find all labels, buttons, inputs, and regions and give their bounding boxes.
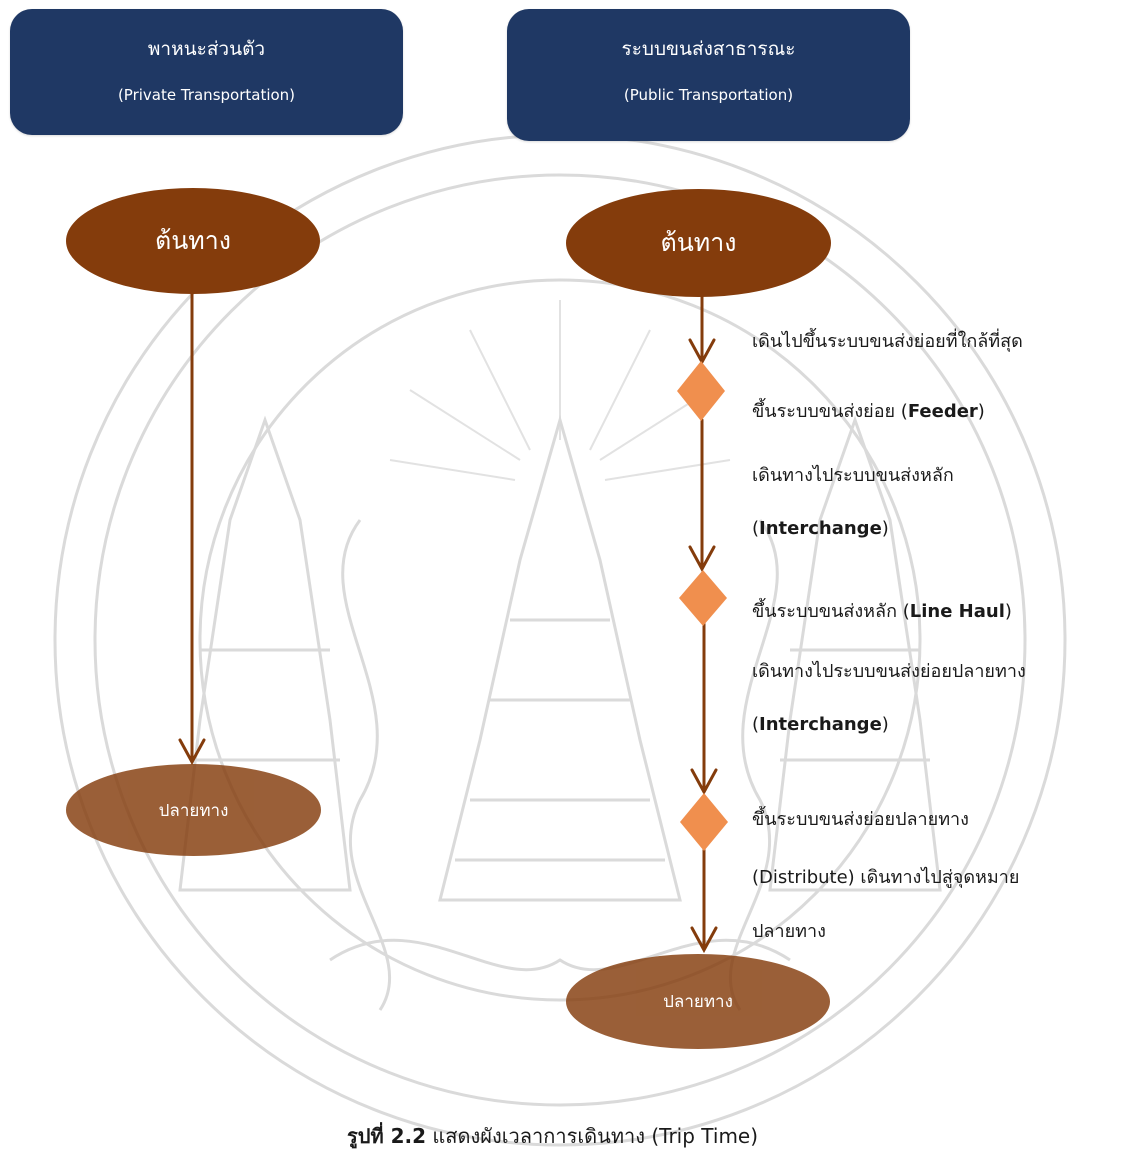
line-haul-diamond — [679, 570, 727, 626]
public-transport-title: ระบบขนส่งสาธารณะ — [621, 38, 796, 60]
public-origin-label: ต้นทาง — [660, 228, 737, 257]
step-board-feeder: ขึ้นระบบขนส่งย่อย (Feeder) — [752, 401, 985, 422]
private-origin-label: ต้นทาง — [154, 226, 232, 255]
private-transport-header: พาหนะส่วนตัว (Private Transportation) — [10, 9, 403, 135]
step-interchange-1: (Interchange) — [752, 518, 889, 539]
public-arrow-head-3 — [690, 768, 718, 796]
distribute-diamond — [680, 793, 728, 851]
step-final-destination: ปลายทาง — [752, 921, 826, 942]
step-travel-to-dest-feeder: เดินทางไประบบขนส่งย่อยปลายทาง — [752, 661, 1026, 682]
private-transport-title: พาหนะส่วนตัว — [147, 38, 266, 60]
step-travel-to-main: เดินทางไประบบขนส่งหลัก — [752, 465, 954, 486]
public-destination-node: ปลายทาง — [566, 954, 830, 1049]
step-board-line-haul: ขึ้นระบบขนส่งหลัก (Line Haul) — [752, 601, 1012, 622]
figure-caption: รูปที่ 2.2 แสดงผังเวลาการเดินทาง (Trip T… — [347, 1120, 758, 1152]
private-arrow-head — [178, 738, 206, 766]
public-transport-header: ระบบขนส่งสาธารณะ (Public Transportation) — [507, 9, 910, 141]
public-origin-node: ต้นทาง — [566, 189, 831, 297]
feeder-diamond — [677, 361, 725, 421]
figure-caption-label: รูปที่ 2.2 — [347, 1124, 427, 1148]
public-arrow-head-2 — [688, 545, 716, 573]
step-board-dest-feeder: ขึ้นระบบขนส่งย่อยปลายทาง — [752, 809, 969, 830]
public-destination-label: ปลายทาง — [663, 992, 733, 1012]
figure-caption-text: แสดงผังเวลาการเดินทาง (Trip Time) — [426, 1124, 759, 1148]
step-distribute: (Distribute) เดินทางไปสู่จุดหมาย — [752, 867, 1020, 888]
step-walk-to-feeder: เดินไปขึ้นระบบขนส่งย่อยที่ใกล้ที่สุด — [752, 331, 1023, 352]
public-transport-subtitle: (Public Transportation) — [623, 86, 794, 104]
private-origin-node: ต้นทาง — [66, 188, 320, 294]
private-transport-subtitle: (Private Transportation) — [117, 86, 296, 104]
public-arrow-head-1 — [688, 338, 716, 366]
private-destination-node: ปลายทาง — [66, 764, 321, 856]
public-arrow-head-4 — [690, 926, 718, 954]
step-interchange-2: (Interchange) — [752, 714, 889, 735]
private-destination-label: ปลายทาง — [158, 800, 229, 821]
